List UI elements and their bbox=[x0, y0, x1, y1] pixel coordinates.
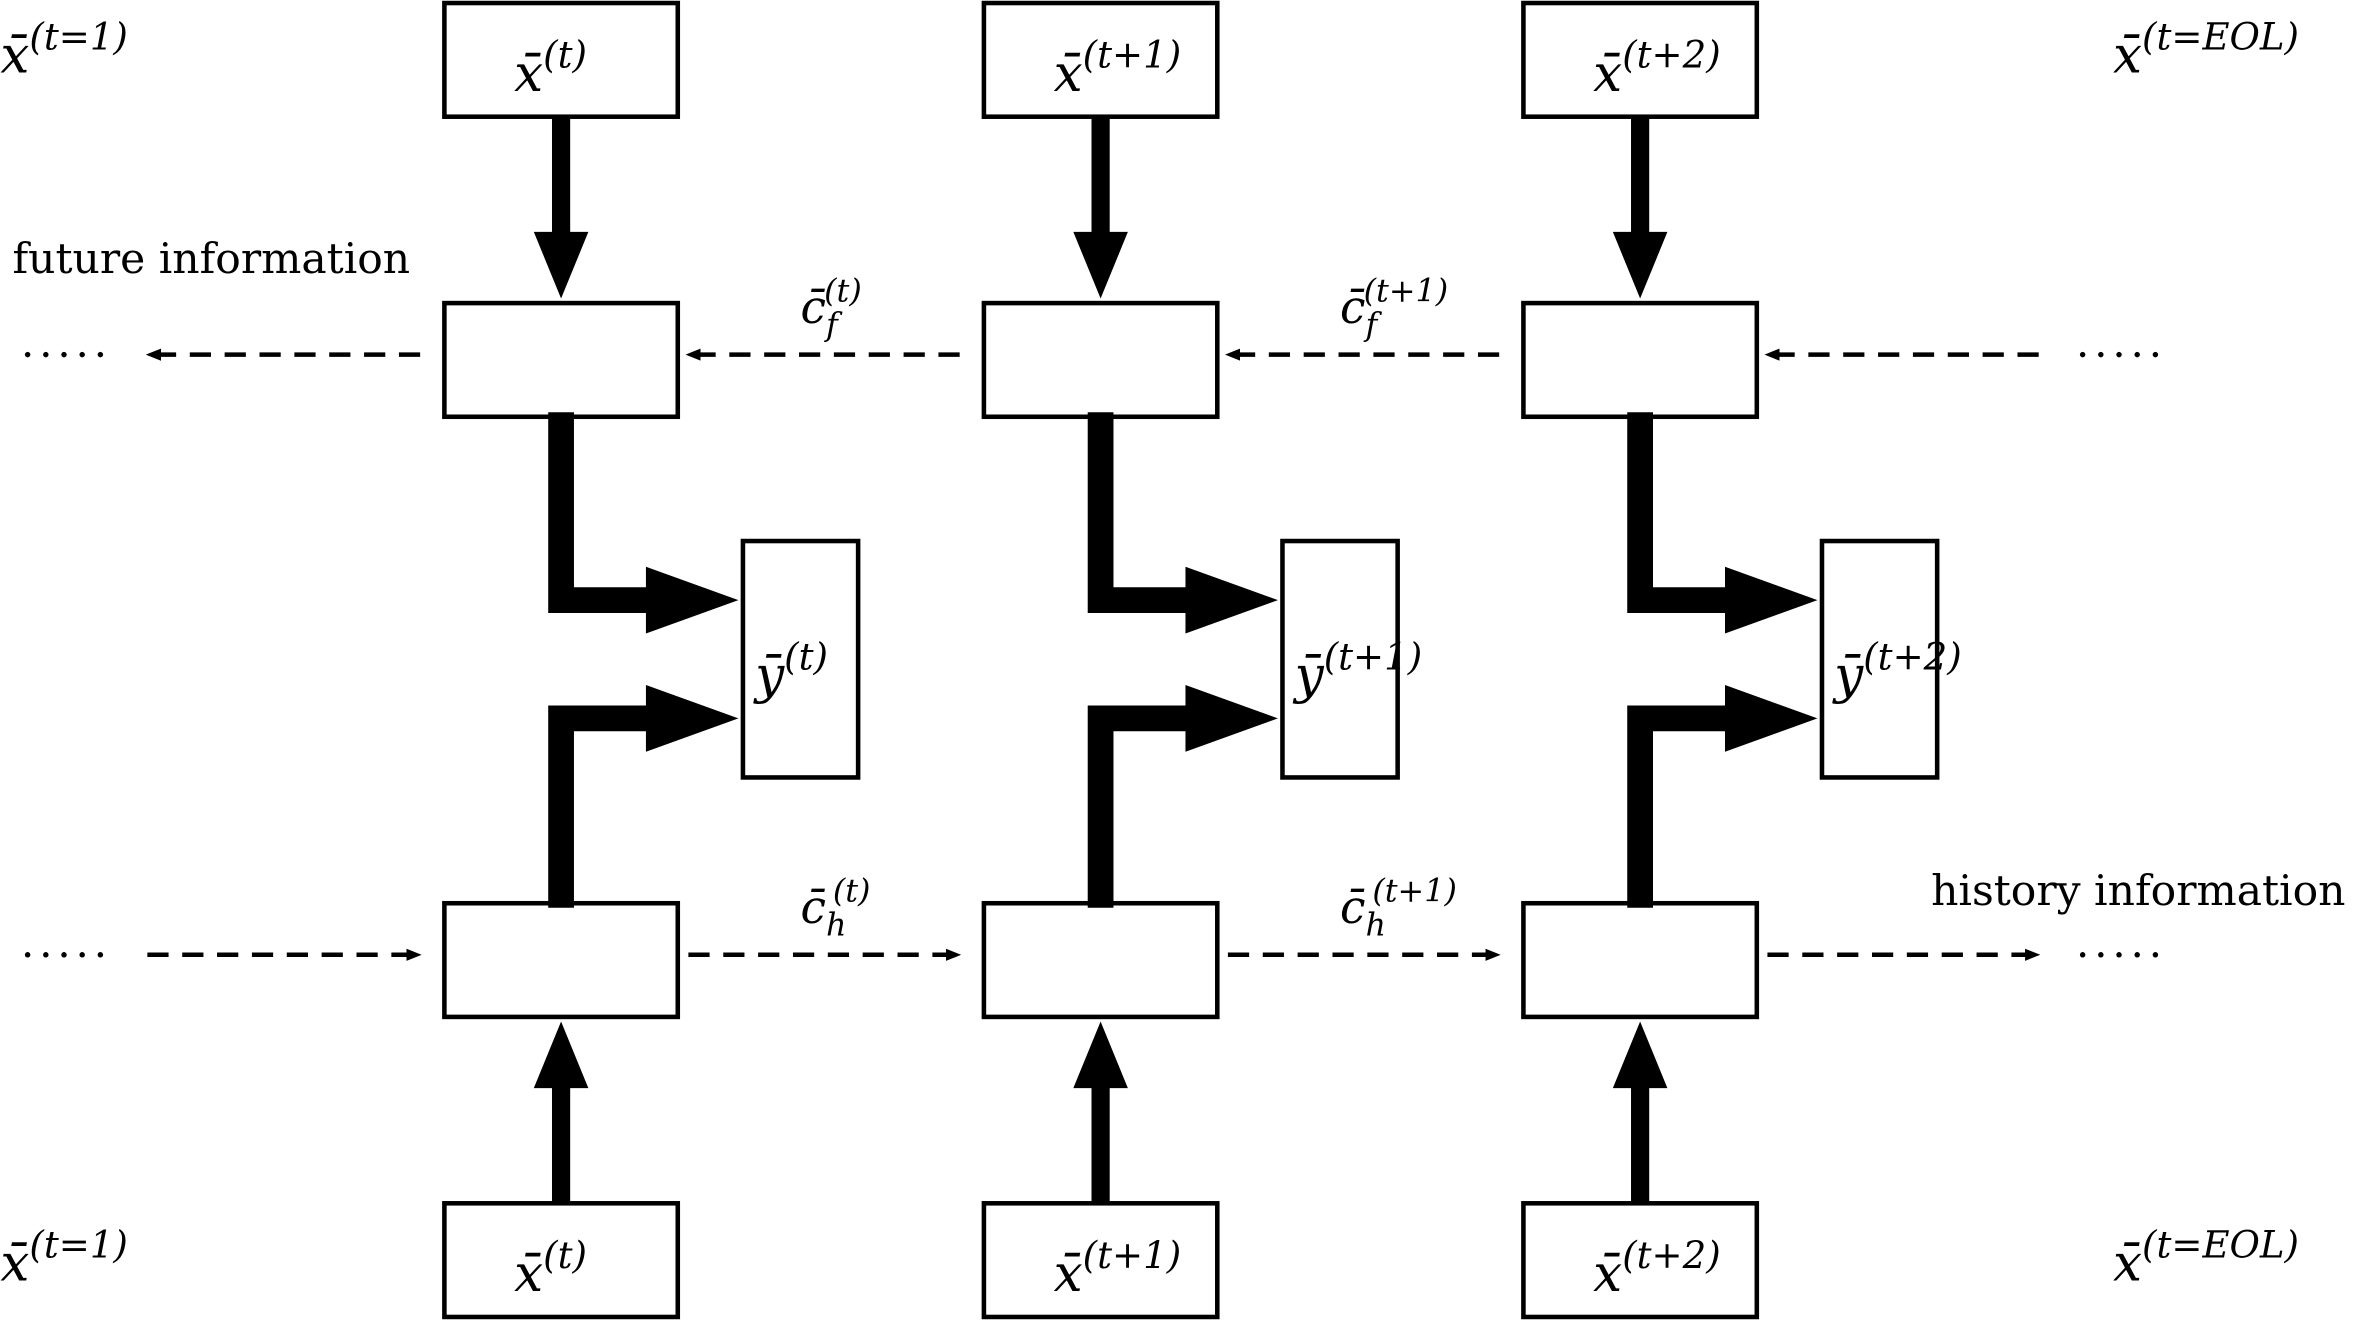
history-to-output-connector bbox=[1087, 705, 1192, 908]
input-box-bottom bbox=[981, 1201, 1220, 1320]
history-information-annotation: history information bbox=[1931, 867, 2345, 916]
output-box bbox=[1819, 538, 1940, 780]
future-to-output-arrowhead bbox=[645, 566, 739, 634]
ellipsis-dot bbox=[2116, 351, 2122, 358]
ellipsis-dot bbox=[43, 952, 49, 958]
ellipsis-dot bbox=[24, 351, 31, 358]
corner-label-bottom-right: x̄(t=EOL) bbox=[2113, 1223, 2299, 1293]
history-to-output-connector bbox=[548, 705, 653, 908]
output-box bbox=[1280, 538, 1400, 780]
ellipsis-dot bbox=[2152, 952, 2159, 958]
ellipsis-dot bbox=[61, 351, 67, 358]
ellipsis-left-history bbox=[24, 952, 104, 958]
future-to-output-arrowhead bbox=[1185, 566, 1278, 634]
history-cell-box bbox=[981, 900, 1220, 1020]
bottom-input-label: x̄(t+1) bbox=[1054, 1234, 1182, 1304]
corner-label-bottom-left: x̄(t=1) bbox=[0, 1223, 128, 1293]
input-arrow-down-head bbox=[533, 231, 589, 299]
bottom-input-label: x̄(t+2) bbox=[1593, 1234, 1721, 1304]
top-input-label: x̄(t) bbox=[514, 34, 587, 104]
future-information-annotation: future information bbox=[12, 235, 410, 284]
ellipsis-dot bbox=[2079, 952, 2086, 958]
ellipsis-dot bbox=[97, 351, 104, 358]
ellipsis-dot bbox=[97, 952, 104, 958]
corner-label-top-right: x̄(t=EOL) bbox=[2113, 16, 2299, 86]
future-to-output-arrowhead bbox=[1724, 566, 1818, 634]
future-cell-box bbox=[442, 300, 681, 420]
corner-label-top-left: x̄(t=1) bbox=[0, 16, 128, 86]
history-to-output-connector bbox=[1627, 705, 1732, 908]
ellipsis-left-future bbox=[24, 351, 104, 358]
bottom-input-label: x̄(t) bbox=[514, 1234, 587, 1304]
ellipsis-dot bbox=[2134, 351, 2140, 358]
ellipsis-right-future bbox=[2079, 351, 2159, 358]
history-to-output-arrowhead bbox=[1185, 685, 1278, 752]
future-state-label: c̄f(t) bbox=[801, 271, 862, 343]
input-box-bottom bbox=[1521, 1201, 1760, 1320]
output-label: ȳ(t+1) bbox=[1293, 635, 1423, 705]
output-box bbox=[740, 538, 861, 780]
ellipsis-dot bbox=[61, 952, 67, 958]
top-input-label: x̄(t+2) bbox=[1593, 34, 1721, 104]
input-arrow-up-head bbox=[533, 1021, 589, 1089]
ellipsis-dot bbox=[24, 952, 31, 958]
ellipsis-right-history bbox=[2079, 952, 2159, 958]
history-state-label: c̄h(t+1) bbox=[1340, 872, 1457, 944]
input-arrow-down-head bbox=[1612, 231, 1668, 299]
input-arrow-up-head bbox=[1073, 1021, 1128, 1089]
ellipsis-dot bbox=[2116, 952, 2122, 958]
ellipsis-dot bbox=[2098, 952, 2104, 958]
input-box-bottom bbox=[442, 1201, 681, 1320]
history-cell-box bbox=[442, 900, 681, 1020]
future-cell-box bbox=[1521, 300, 1760, 420]
history-state-label: c̄h(t) bbox=[801, 872, 871, 944]
input-arrow-down-head bbox=[1073, 231, 1128, 299]
ellipsis-dot bbox=[2152, 351, 2159, 358]
ellipsis-dot bbox=[2079, 351, 2086, 358]
output-label: ȳ(t) bbox=[753, 635, 828, 705]
ellipsis-dot bbox=[2134, 952, 2140, 958]
ellipsis-dot bbox=[79, 351, 85, 358]
top-input-label: x̄(t+1) bbox=[1054, 34, 1182, 104]
future-to-output-connector bbox=[1087, 412, 1192, 614]
input-box-top bbox=[442, 0, 681, 119]
future-to-output-connector bbox=[548, 412, 653, 614]
input-box-top bbox=[981, 0, 1220, 119]
history-to-output-arrowhead bbox=[645, 685, 739, 752]
ellipsis-dot bbox=[43, 351, 49, 358]
ellipsis-dot bbox=[79, 952, 85, 958]
history-cell-box bbox=[1521, 900, 1760, 1020]
history-to-output-arrowhead bbox=[1724, 685, 1818, 752]
input-arrow-up-head bbox=[1612, 1021, 1668, 1089]
future-to-output-connector bbox=[1627, 412, 1732, 614]
future-cell-box bbox=[981, 300, 1220, 420]
output-label: ȳ(t+2) bbox=[1832, 635, 1962, 705]
ellipsis-dot bbox=[2098, 351, 2104, 358]
future-state-label: c̄f(t+1) bbox=[1340, 271, 1448, 343]
